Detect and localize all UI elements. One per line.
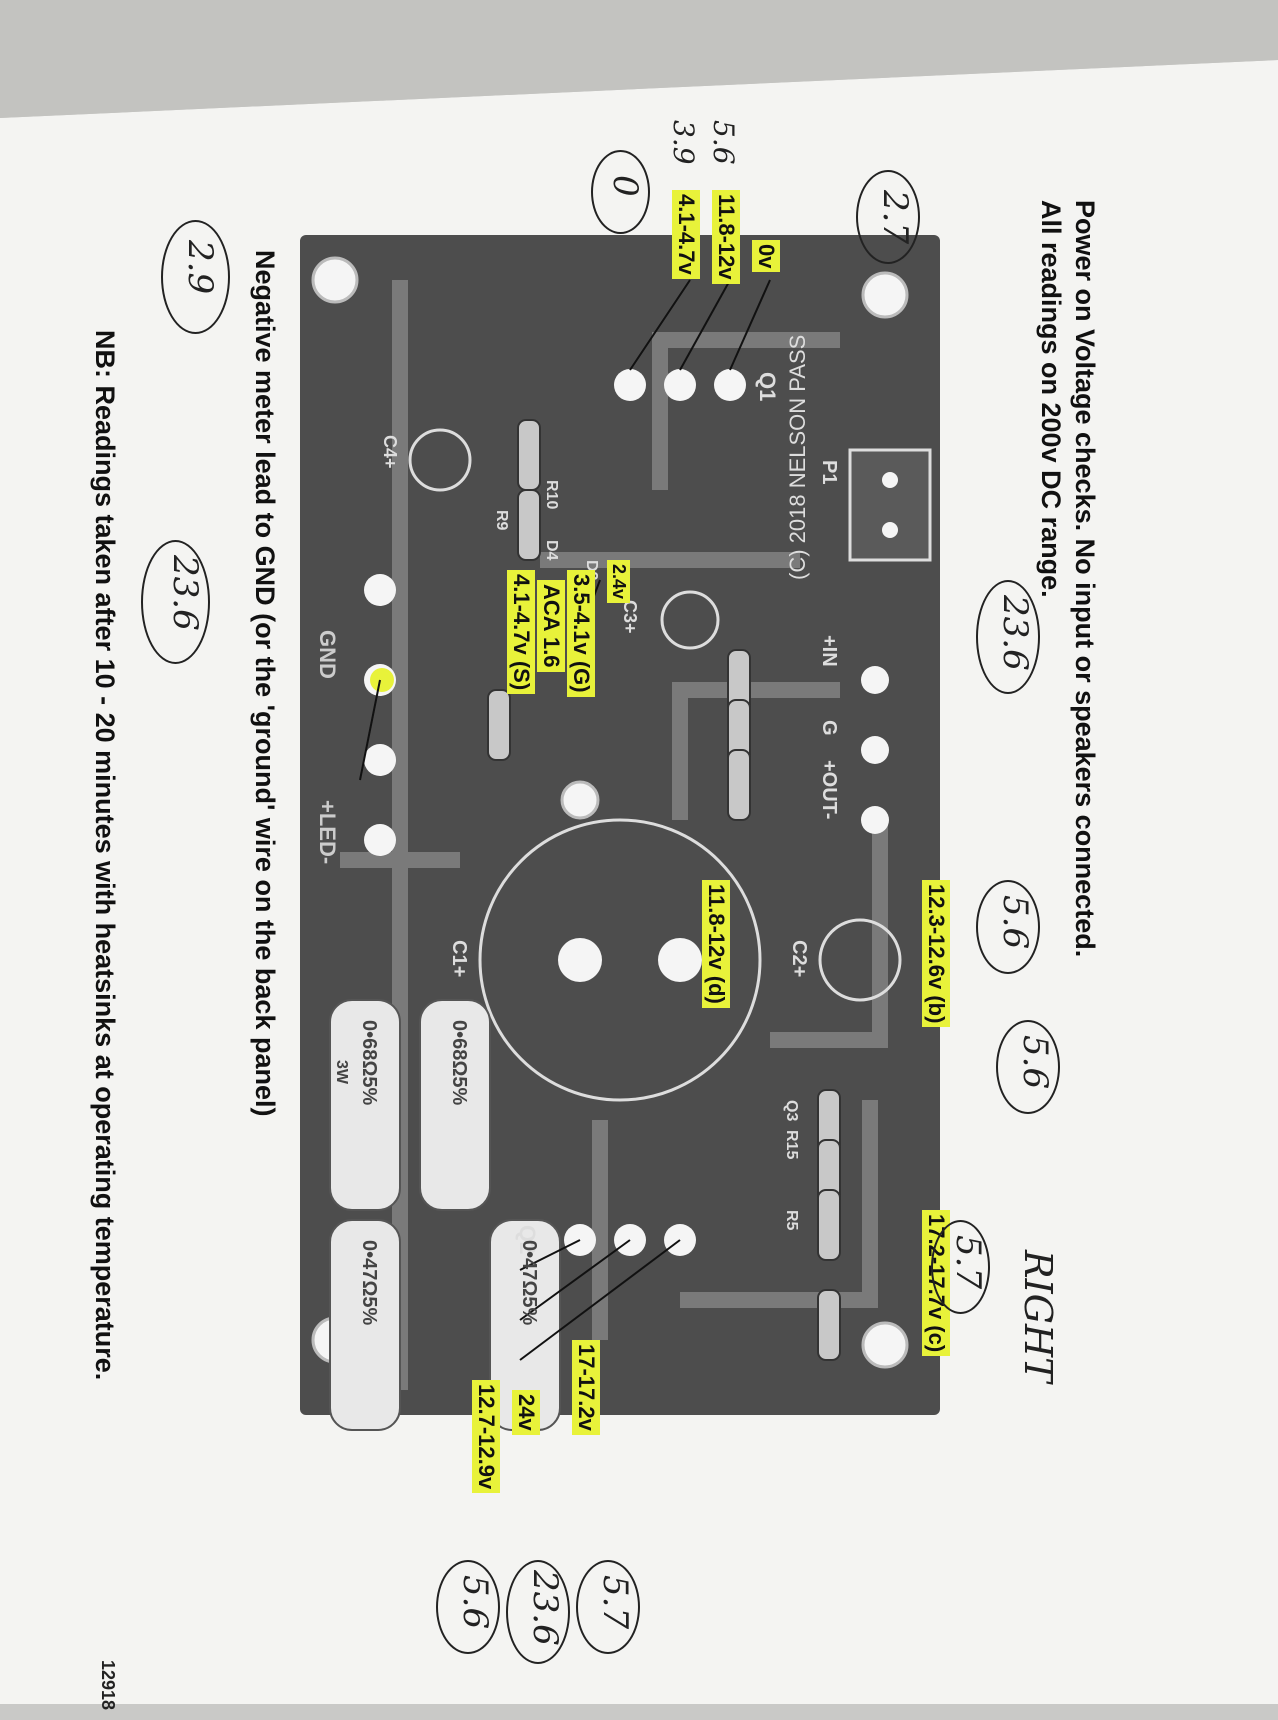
handwritten-0: 0: [605, 175, 645, 197]
label-d4: D4: [543, 540, 560, 561]
reading-11-8-12v: 11.8-12v: [712, 190, 740, 284]
label-res4: 0•47Ω5%: [518, 1240, 540, 1326]
c1-outline: [478, 818, 762, 1102]
label-g: G: [818, 720, 840, 736]
reading-aca: ACA 1.6: [537, 580, 565, 672]
reading-4-1-4-7v-s: 4.1-4.7v (S): [507, 570, 535, 695]
rotated-document: Power on Voltage checks. No input or spe…: [90, 120, 1100, 1720]
c4-outline: [408, 428, 472, 492]
handwritten-3-9: 3.9: [667, 120, 700, 165]
c2-outline: [818, 918, 902, 1002]
label-r10: R10: [543, 480, 560, 510]
ground-note: Negative meter lead to GND (or the 'grou…: [250, 250, 280, 1117]
label-c4: C4+: [380, 435, 400, 469]
handwritten-5-7-b: 5.7: [595, 1575, 635, 1630]
handwritten-23-6-b: 23.6: [165, 555, 205, 631]
label-q1: Q1: [755, 372, 780, 402]
label-out: +OUT-: [818, 760, 840, 820]
label-c3: C3+: [620, 600, 640, 634]
reading-4-1-4-7v: 4.1-4.7v: [672, 190, 700, 279]
handwritten-23-6-c: 23.6: [525, 1570, 565, 1646]
c1-pad-a: [558, 938, 602, 982]
label-r15: R15: [783, 1130, 800, 1160]
handwritten-5-6-b: 5.6: [995, 895, 1035, 950]
board-credit: (C) 2018 NELSON PASS: [785, 335, 810, 580]
label-res3: 0•47Ω5%: [358, 1240, 380, 1326]
reading-11-8-12v-d: 11.8-12v (d): [702, 880, 730, 1008]
c1-pad-b: [658, 938, 702, 982]
output-pads: [364, 574, 889, 856]
copper-traces: [340, 280, 888, 1390]
page-number: 12918: [98, 1660, 118, 1711]
reading-12-7-12-9v: 12.7-12.9v: [472, 1380, 500, 1494]
handwritten-2-7: 2.7: [875, 190, 915, 245]
label-res2: 0•68Ω5%: [448, 1020, 470, 1106]
q1-pads: [614, 369, 746, 401]
label-q3: Q3: [783, 1100, 800, 1122]
label-in: +IN: [818, 635, 840, 667]
gnd-highlight-pad: [370, 668, 394, 692]
reading-24v: 24v: [512, 1390, 540, 1435]
label-r5: R5: [783, 1210, 800, 1231]
c3-outline: [660, 590, 720, 650]
label-watt: 3W: [333, 1060, 350, 1084]
label-c1: C1+: [448, 940, 470, 978]
handwritten-5-6-a: 5.6: [707, 120, 740, 165]
reading-12-3-12-6v: 12.3-12.6v (b): [922, 880, 950, 1028]
reading-0v: 0v: [752, 240, 780, 273]
reading-2-4v: 2.4v: [607, 560, 630, 604]
label-p1: P1: [818, 460, 840, 485]
handwritten-5-6-d: 5.6: [455, 1575, 495, 1630]
power-resistors: [329, 999, 561, 1431]
p1-connector: [848, 448, 932, 562]
label-led: +LED-: [315, 800, 340, 865]
reading-17-17-2v: 17-17.2v: [572, 1340, 600, 1435]
footnote: NB: Readings taken after 10 - 20 minutes…: [90, 330, 120, 1381]
small-resistors: [487, 419, 841, 1361]
handwritten-23-6-a: 23.6: [995, 595, 1035, 671]
pcb-board: (C) 2018 NELSON PASS: [300, 235, 940, 1431]
label-gnd: GND: [315, 630, 340, 679]
leader-lines: [359, 279, 771, 1361]
handwritten-5-6-c: 5.6: [1015, 1035, 1055, 1090]
label-res1: 0•68Ω5%: [358, 1020, 380, 1106]
reading-3-5-4-1v: 3.5-4.1v (G): [567, 570, 595, 697]
label-r9: R9: [493, 510, 510, 531]
handwritten-right: RIGHT: [1016, 1250, 1060, 1383]
label-c2: C2+: [788, 940, 810, 978]
handwritten-2-9: 2.9: [180, 240, 220, 295]
handwritten-5-7-a: 5.7: [948, 1235, 988, 1290]
